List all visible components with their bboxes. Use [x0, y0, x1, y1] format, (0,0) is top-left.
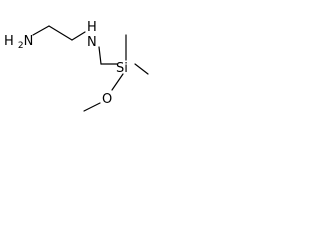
- bond-si-o: [111, 73, 124, 91]
- bond-o-methyl: [83, 102, 101, 112]
- bond-si-methyl-right: [134, 63, 149, 75]
- svg-text:N: N: [87, 35, 97, 50]
- bond-n-ch2: [98, 46, 102, 65]
- bond-c2-n: [71, 31, 86, 41]
- molecule-structure: H 2N N H Si O: [4, 20, 149, 112]
- bond-c1-c2: [48, 25, 73, 41]
- atom-label-si: Si: [116, 61, 128, 76]
- bond-h2n-c1: [32, 25, 50, 36]
- svg-text:H 2N: H 2N: [4, 34, 33, 51]
- atom-label-h2n: H 2N: [4, 34, 33, 51]
- svg-text:H: H: [87, 20, 97, 35]
- atom-label-nh: N H: [87, 20, 97, 50]
- structure-canvas: H 2N N H Si O: [0, 0, 168, 127]
- atom-label-o: O: [102, 92, 112, 107]
